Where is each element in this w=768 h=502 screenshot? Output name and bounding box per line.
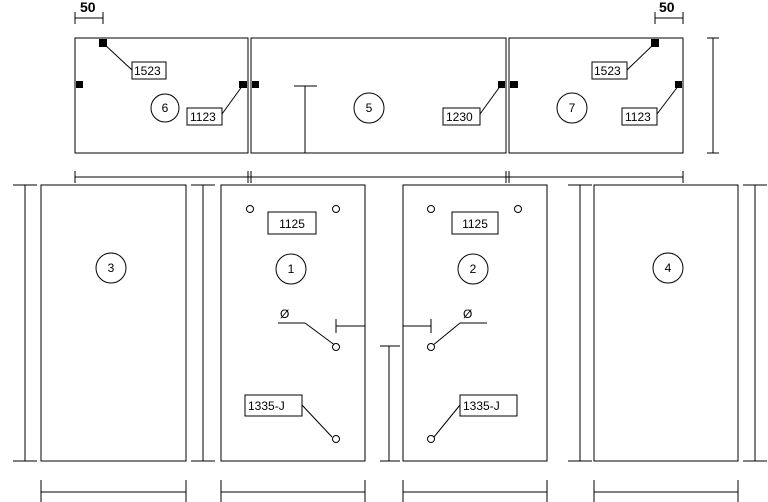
panel-6-number: 6 xyxy=(162,101,169,115)
panel-1: 1125 1 Ø 1335-J xyxy=(220,184,366,462)
dimension-50-right: 50 xyxy=(654,0,684,24)
panel-5: 1230 5 xyxy=(250,37,507,154)
panel-7: 1523 1123 7 xyxy=(508,37,684,154)
panel-4-number: 4 xyxy=(665,261,672,275)
dimension-panel-3 xyxy=(13,184,215,502)
panel-1-code: 1125 xyxy=(279,217,305,231)
panel-5-code: 1230 xyxy=(446,110,473,124)
panel-7-code-top: 1523 xyxy=(594,64,621,78)
dimension-center xyxy=(380,345,400,462)
panel-7-number: 7 xyxy=(569,101,576,115)
panel-6: 1523 1123 6 xyxy=(74,37,249,154)
dimension-label: 50 xyxy=(659,0,675,15)
panel-7-code-side: 1123 xyxy=(625,110,651,124)
panel-5-number: 5 xyxy=(366,101,373,115)
panel-3-number: 3 xyxy=(108,261,115,275)
panel-4: 4 xyxy=(593,184,739,462)
dimension-panel-2 xyxy=(402,480,548,502)
dimension-panel-1 xyxy=(220,480,366,502)
dimension-label: 50 xyxy=(80,0,96,15)
panel-6-code-top: 1523 xyxy=(134,64,161,78)
panel-2-number: 2 xyxy=(470,262,477,276)
panel-1-diameter: Ø xyxy=(280,307,289,321)
panel-1-number: 1 xyxy=(288,262,295,276)
panel-2-hinge-code: 1335-J xyxy=(463,399,500,413)
dimension-50-left: 50 xyxy=(74,0,104,24)
panel-2-code: 1125 xyxy=(462,217,488,231)
dimension-panel-4 xyxy=(568,184,767,502)
panel-2-diameter: Ø xyxy=(463,307,472,321)
panel-1-hinge-code: 1335-J xyxy=(248,399,285,413)
panel-2: 1125 2 Ø 1335-J xyxy=(402,184,548,462)
panel-6-code-side: 1123 xyxy=(190,110,216,124)
panel-3: 3 xyxy=(40,184,187,462)
dimension-top-row-widths xyxy=(74,171,684,183)
dimension-top-row-height xyxy=(707,37,719,154)
